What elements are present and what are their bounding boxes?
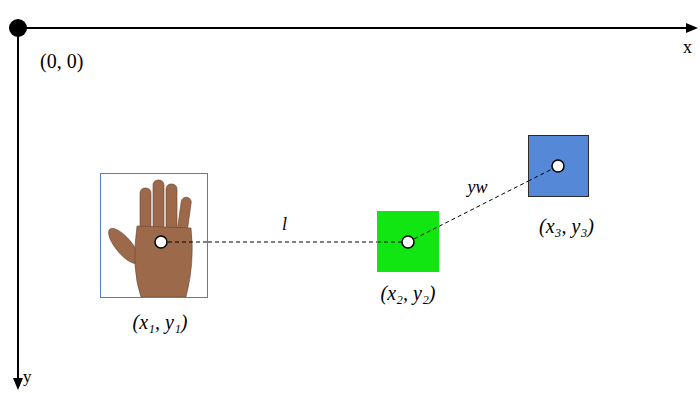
dashed-connector (208, 242, 377, 243)
inner-dashes (161, 166, 558, 242)
hand-picture (101, 174, 207, 297)
origin-dot (9, 19, 27, 37)
x-axis (18, 27, 690, 29)
edge-label: l (282, 215, 287, 235)
hand-box: (x₁, y₁) (100, 173, 208, 298)
blue-square-fill (528, 135, 589, 197)
x-axis-arrow (686, 23, 698, 33)
edge-label: yw (468, 178, 488, 198)
y-axis-arrow (13, 378, 23, 390)
coordinate-label: (x₃, y₃) (539, 215, 594, 237)
coordinate-label: (x₁, y₁) (133, 311, 188, 333)
axis-label: x (683, 38, 692, 58)
axis-label: y (23, 368, 32, 387)
centre-points (155, 160, 564, 248)
y-axis (17, 28, 19, 382)
blue-square: (x₃, y₃) (528, 135, 589, 197)
coordinate-label: (x₂, y₂) (381, 282, 436, 304)
origin-label: (0, 0) (40, 50, 83, 72)
green-square-fill (377, 211, 439, 272)
green-square: (x₂, y₂) (377, 211, 439, 272)
